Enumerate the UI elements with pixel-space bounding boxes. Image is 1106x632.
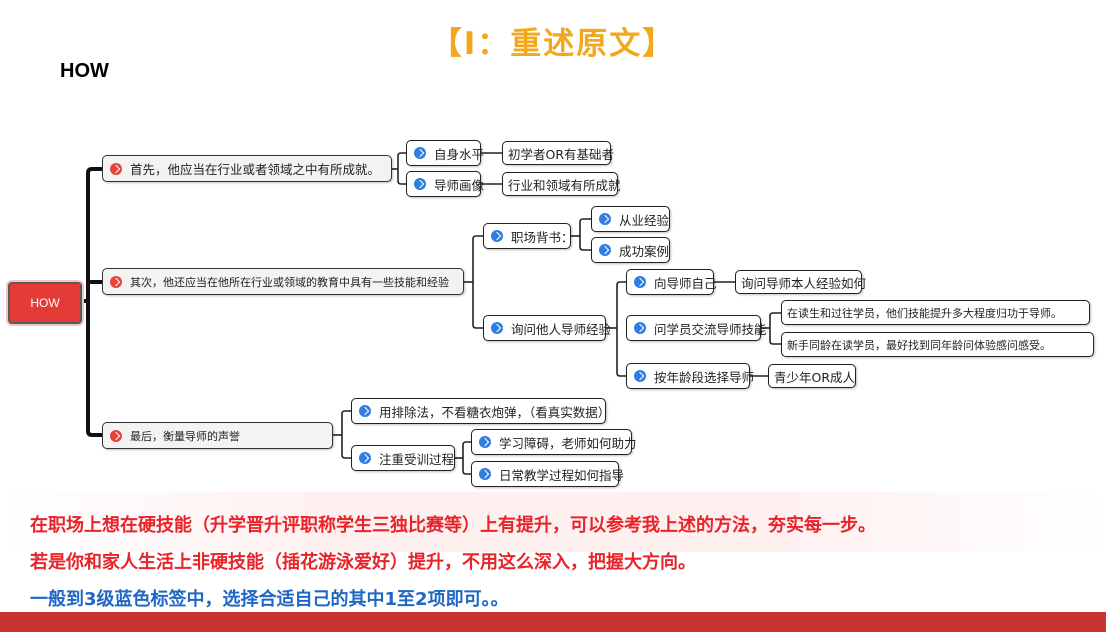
branch-first-achievement[interactable]: 首先，他应当在行业或者领域之中有所成就。: [102, 155, 392, 182]
check-icon: [110, 275, 122, 288]
branch-second-skills[interactable]: 其次，他还应当在他所在行业或领域的教育中具有一些技能和经验: [102, 268, 464, 295]
branch-label: 最后，衡量导师的声誉: [130, 429, 240, 443]
check-icon: [414, 147, 426, 159]
leaf-same-age-students[interactable]: 新手同龄在读学员，最好找到同年龄问体验感问感受。: [781, 332, 1094, 357]
node-label: 向导师自己: [654, 275, 717, 291]
node-ask-mentor-experience[interactable]: 询问他人导师经验: [483, 315, 611, 341]
node-label: 学习障碍，老师如何助力: [499, 435, 637, 451]
node-ask-students[interactable]: 问学员交流导师技能: [626, 315, 767, 341]
check-icon: [359, 452, 371, 464]
check-icon: [359, 405, 371, 417]
branch-label: 其次，他还应当在他所在行业或领域的教育中具有一些技能和经验: [130, 275, 449, 289]
check-icon: [634, 322, 646, 334]
check-icon: [479, 468, 491, 480]
node-label: 按年龄段选择导师: [654, 369, 755, 385]
leaf-current-past-students[interactable]: 在读生和过往学员，他们技能提升多大程度归功于导师。: [781, 300, 1090, 325]
how-heading: HOW: [60, 60, 109, 82]
node-learning-obstacles[interactable]: 学习障碍，老师如何助力: [471, 429, 637, 455]
check-icon: [414, 178, 426, 190]
node-label: 问学员交流导师技能: [654, 321, 767, 337]
node-label: 职场背书：: [511, 229, 574, 245]
check-icon: [110, 429, 122, 442]
check-icon: [634, 276, 646, 288]
footer-bar: [0, 612, 1106, 632]
node-daily-teaching[interactable]: 日常教学过程如何指导: [471, 461, 624, 487]
node-choose-by-age[interactable]: 按年龄段选择导师: [626, 363, 754, 389]
background-watermark: [0, 492, 1106, 552]
check-icon: [599, 244, 611, 256]
branch-label: 首先，他应当在行业或者领域之中有所成就。: [130, 162, 381, 177]
node-label: 自身水平: [434, 146, 485, 162]
note-level3-tip: 一般到3级蓝色标签中，选择合适自己的其中1至2项即可。。: [30, 589, 509, 610]
slide-title: 【I：重述原文】: [430, 26, 676, 62]
check-icon: [110, 162, 122, 175]
node-ask-mentor-self[interactable]: 向导师自己: [626, 269, 717, 295]
node-career-endorsement[interactable]: 职场背书：: [483, 223, 574, 249]
check-icon: [479, 436, 491, 448]
check-icon: [491, 322, 503, 334]
node-label: 日常教学过程如何指导: [499, 467, 625, 483]
node-success-cases[interactable]: 成功案例: [591, 237, 670, 263]
node-mentor-profile[interactable]: 导师画像: [406, 171, 485, 197]
node-label: 导师画像: [434, 177, 485, 193]
note-soft-skills: 若是你和家人生活上非硬技能（插花游泳爱好）提升，不用这么深入，把握大方向。: [30, 552, 696, 573]
leaf-beginner-or-basic[interactable]: 初学者OR有基础者: [502, 141, 614, 165]
check-icon: [599, 213, 611, 225]
node-label: 注重受训过程: [379, 451, 455, 467]
node-label: 成功案例: [619, 243, 670, 259]
node-work-experience[interactable]: 从业经验: [591, 206, 670, 232]
note-hard-skills: 在职场上想在硬技能（升学晋升评职称学生三独比赛等）上有提升，可以参考我上述的方法…: [30, 515, 876, 536]
node-label: 询问他人导师经验: [511, 321, 612, 337]
leaf-industry-achievement[interactable]: 行业和领域有所成就: [502, 172, 621, 196]
branch-third-reputation[interactable]: 最后，衡量导师的声誉: [102, 422, 333, 449]
node-self-level[interactable]: 自身水平: [406, 140, 485, 166]
node-training-process[interactable]: 注重受训过程: [351, 445, 455, 471]
leaf-mentor-own-experience[interactable]: 询问导师本人经验如何: [735, 270, 866, 294]
node-exclusion-method[interactable]: 用排除法，不看糖衣炮弹，（看真实数据）: [351, 398, 610, 424]
leaf-teen-or-adult[interactable]: 青少年OR成人: [768, 364, 856, 388]
mindmap-root[interactable]: HOW: [8, 282, 82, 324]
check-icon: [634, 370, 646, 382]
check-icon: [491, 230, 503, 242]
node-label: 用排除法，不看糖衣炮弹，（看真实数据）: [379, 404, 611, 420]
node-label: 从业经验: [619, 212, 670, 228]
